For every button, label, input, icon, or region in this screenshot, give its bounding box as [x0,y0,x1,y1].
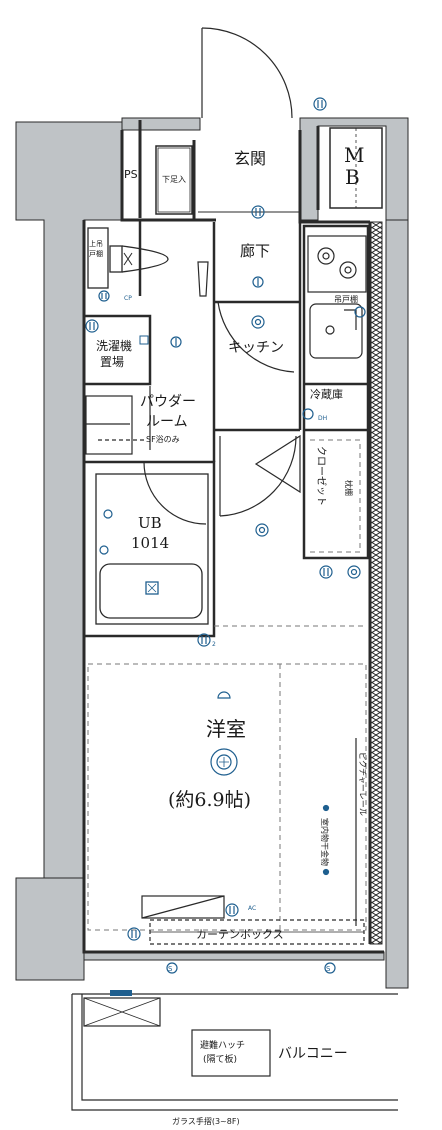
kitchen-label: キッチン [228,340,284,356]
outlet-icon [322,868,330,876]
outlet-icon [98,290,110,302]
door-swings [143,27,301,525]
toilet-shelf-label-2: 戸棚 [89,249,103,258]
ps-label: PS [124,168,138,181]
room-size-label: (約6.9帖) [168,789,251,811]
outlet-icon [251,205,265,219]
unit-bath-label: UB [138,514,162,532]
cp-label: CP [124,295,132,302]
sleeve-label-1: S [168,965,173,973]
outlet-icon [354,306,366,318]
outlet-icon [197,633,211,647]
powder-room-label-2: ルーム [146,414,188,430]
room-name-label: 洋室 [206,717,246,741]
ceiling-light-icon [210,748,238,776]
structural-walls [15,117,409,989]
shoe-cabinet-label: 下足入 [162,175,186,184]
outlet-icon [85,319,99,333]
glass-railing-label: ガラス手摺(3~8F) [172,1116,240,1126]
powder-room-note: SF浴のみ [146,434,180,444]
meter-box: M B [329,127,383,209]
powder-room-label-1: パウダー [140,394,196,410]
dashed-guides [87,439,367,931]
washer-area: 洗濯機 置場 [96,335,149,369]
hatch-label-2: (隔て板) [203,1053,237,1065]
light-fixture-icon [217,691,231,699]
toilet-shelf-label-1: 上吊 [89,239,103,248]
outlet-icon [324,962,336,974]
unit-bath-size: 1014 [131,534,169,552]
dh-label: DH [318,415,327,422]
exterior-wall-pattern [369,221,383,945]
laundry-hanger-label: 室内物干金物 [320,818,330,866]
electrical-symbols [85,97,366,974]
outlet-icon [319,565,333,579]
smoke-detector-icon [251,315,265,329]
outlet-icon [313,97,327,111]
toilet [87,227,169,289]
outlet-icon [322,804,330,812]
room-outlines [82,120,384,954]
outlet-icon [225,903,239,917]
washer-label-2: 置場 [100,355,124,369]
light-fixture-icon [103,509,113,519]
smoke-detector-icon [255,523,269,537]
curtain-box [141,895,365,945]
fridge-label: 冷蔵庫 [310,387,343,401]
closet-label: クローゼット [315,446,327,506]
outlet-count-label: 2 [212,641,216,648]
hatch-label-1: 避難ハッチ [200,1039,245,1051]
corridor-label: 廊下 [240,242,270,260]
genkan-label: 玄関 [234,149,266,168]
outlet-icon [347,565,361,579]
shoe-cabinet: 下足入 [155,145,193,215]
sleeve-label-2: S [326,965,331,973]
light-fixture-icon [170,336,182,348]
outlet-icon [166,962,178,974]
light-fixture-icon [252,276,264,288]
outlet-icon [302,408,314,420]
unit-bath [95,473,209,625]
picture-rail-label: ピクチャーレール [358,752,367,816]
balcony [71,990,398,1111]
kitchen-counter [307,235,367,359]
interior-walls [84,220,370,638]
kitchen-shelf-label: 吊戸棚 [334,294,358,304]
closet-shelf-label: 枕棚 [344,480,354,496]
vanity [85,395,146,455]
washer-label-1: 洗濯機 [96,338,132,353]
mb-label-line1: M [344,143,364,167]
outlet-icon [99,545,109,555]
balcony-label: バルコニー [278,1046,348,1062]
curtain-box-label: カーテンボックス [196,928,284,941]
outlet-icon [127,927,141,941]
ac-label: AC [248,905,256,912]
mb-label-line2: B [345,165,360,189]
